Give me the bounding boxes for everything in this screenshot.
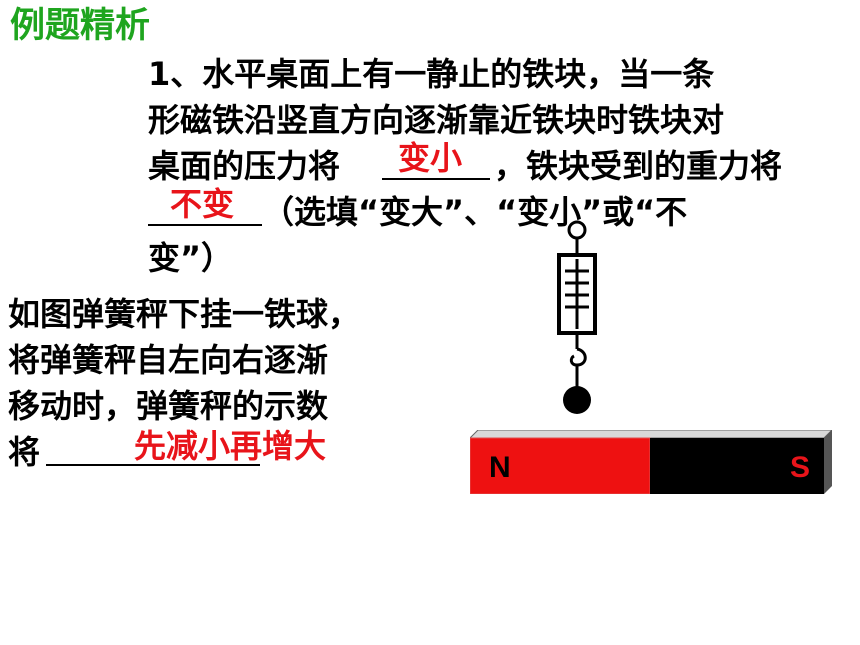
q2-answer: 先减小再增大 [134,427,327,465]
q1-answer2: 不变 [170,185,235,223]
north-pole-label: N [489,451,511,484]
heading: 例题精析 [10,6,151,46]
q1-blank2 [148,224,262,226]
q2-line2: 将弹簧秤自左向右逐渐 [8,341,329,379]
q1-answer1: 变小 [398,139,463,177]
spring-scale-figure [557,220,597,414]
q1-line2: 形磁铁沿竖直方向逐渐靠近铁块时铁块对 [148,101,725,139]
q2-blank [46,464,260,466]
iron-ball [563,386,591,414]
q1-blank1 [382,178,490,180]
q2-line3: 移动时，弹簧秤的示数 [8,387,329,425]
magnet-south-pole [650,438,824,494]
q1-line1: 1、水平桌面上有一静止的铁块，当一条 [148,55,715,93]
q2-line4: 将 [8,433,41,471]
bar-magnet [470,430,832,494]
q1-line5: 变”） [148,239,234,277]
q1-line4: （选填“变大”、“变小”或“不 [262,193,688,231]
scale-ticks [565,269,589,309]
magnet-north-pole [470,437,651,494]
scale-hook-ring [567,220,587,240]
south-pole-label: S [790,451,811,484]
q2-line1: 如图弹簧秤下挂一铁球， [8,295,361,333]
q1-line3b: ，铁块受到的重力将 [494,147,783,185]
q1-line3a: 桌面的压力将 [148,147,341,185]
scale-hook [569,347,587,367]
